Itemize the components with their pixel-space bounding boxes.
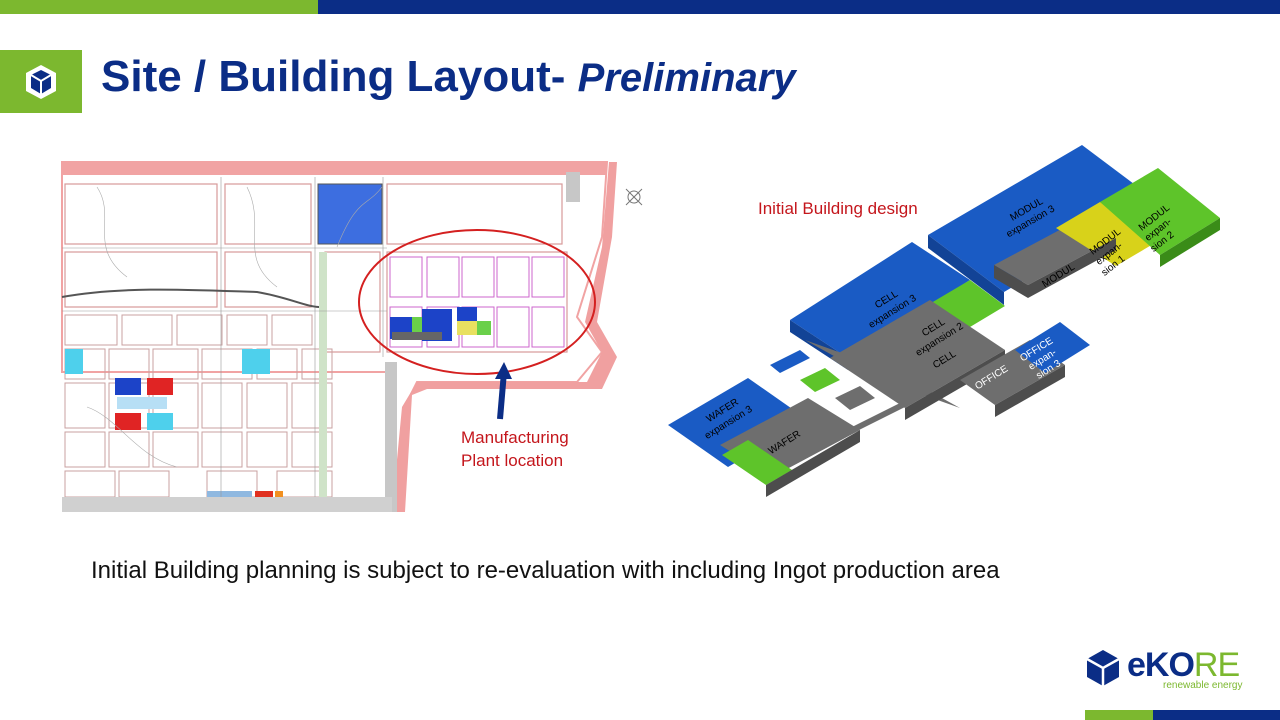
modul-expansion-1-block — [1056, 202, 1160, 266]
page-title-main: Site / Building Layout- — [101, 52, 566, 101]
initial-building-design-annotation: Initial Building design — [758, 199, 918, 218]
site-plan-drawing — [57, 157, 652, 512]
top-accent-bar-blue — [318, 0, 1280, 14]
cell-expansion-3-block — [790, 242, 970, 358]
bottom-accent-bar-green — [1085, 710, 1153, 720]
logo-tagline: renewable energy — [1163, 680, 1243, 691]
page-title-italic: Preliminary — [577, 56, 796, 100]
logo-eko-text: eKO — [1127, 646, 1195, 684]
ekore-hexagon-icon — [1086, 650, 1120, 686]
manufacturing-line1: Manufacturing — [461, 428, 569, 447]
bottom-accent-bar-blue — [1153, 710, 1280, 720]
logo-re-text: RE — [1193, 646, 1240, 684]
cell-block — [830, 300, 1005, 408]
arrow-up-icon — [497, 371, 507, 420]
office-expansion-3-block — [1015, 322, 1090, 373]
ekore-logo: eKORE renewable energy — [1083, 646, 1253, 694]
manufacturing-plant-annotation: Manufacturing Plant location — [461, 426, 569, 472]
slide-caption: Initial Building planning is subject to … — [91, 557, 1000, 584]
isometric-building-drawing: MODUL expansion 3 MODUL expan- sion 2 MO… — [668, 145, 1220, 497]
top-accent-bar-green — [0, 0, 318, 14]
modul-expansion-3-block — [928, 145, 1158, 292]
page-title: Site / Building Layout- Preliminary — [101, 52, 796, 102]
modul-expansion-2-block — [1100, 168, 1220, 255]
hexagon-cube-icon — [26, 65, 56, 99]
wafer-expansion-3-block — [668, 378, 808, 467]
title-badge — [0, 50, 82, 113]
manufacturing-line2: Plant location — [461, 451, 564, 470]
